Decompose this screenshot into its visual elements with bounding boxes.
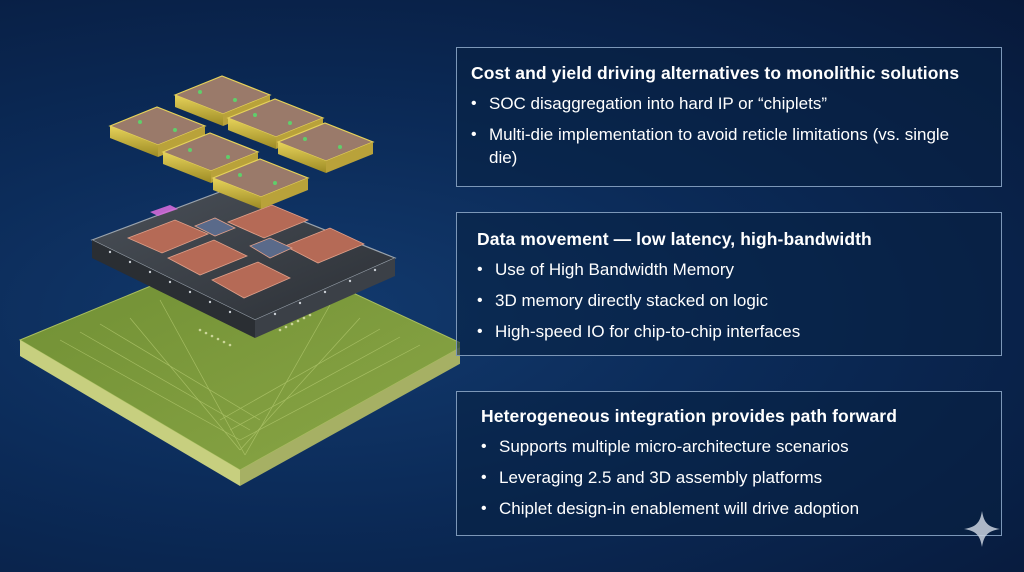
bullet-list: SOC disaggregation into hard IP or “chip… [471,92,1001,169]
list-item: High-speed IO for chip-to-chip interface… [477,320,1001,343]
data-movement-panel: Data movement — low latency, high-bandwi… [456,212,1002,356]
bullet-list: Use of High Bandwidth Memory 3D memory d… [477,258,1001,343]
list-item: Leveraging 2.5 and 3D assembly platforms [481,466,1001,489]
logic-dies [126,204,365,299]
interposer-layer [90,189,397,338]
bullet-list: Supports multiple micro-architecture sce… [481,435,1001,520]
chiplet-stack [108,75,375,209]
list-item: 3D memory directly stacked on logic [477,289,1001,312]
list-item: Use of High Bandwidth Memory [477,258,1001,281]
chiplet [211,158,310,209]
panel-title: Data movement — low latency, high-bandwi… [477,229,872,249]
panel-title: Cost and yield driving alternatives to m… [471,63,960,83]
cost-yield-panel: Cost and yield driving alternatives to m… [456,47,1002,187]
chiplet-package-illustration [18,75,460,486]
heterogeneous-integration-panel: Heterogeneous integration provides path … [456,391,1002,536]
list-item: Multi-die implementation to avoid reticl… [471,123,959,169]
list-item: Chiplet design-in enablement will drive … [481,497,1001,520]
sparkle-icon [964,511,1000,547]
list-item: SOC disaggregation into hard IP or “chip… [471,92,1001,115]
package-substrate [18,244,460,486]
panel-title: Heterogeneous integration provides path … [481,406,898,426]
list-item: Supports multiple micro-architecture sce… [481,435,1001,458]
chiplet [276,122,375,173]
